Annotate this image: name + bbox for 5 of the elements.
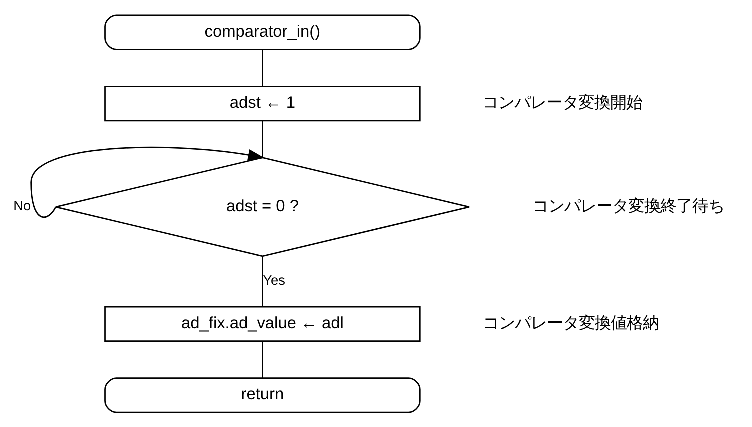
label: コンパレータ変換値格納 bbox=[482, 314, 659, 332]
label: コンパレータ変換開始 bbox=[482, 94, 643, 112]
edge-label: No bbox=[14, 198, 32, 214]
edge-label: Yes bbox=[263, 272, 286, 288]
label: コンパレータ変換終了待ち bbox=[532, 196, 724, 215]
